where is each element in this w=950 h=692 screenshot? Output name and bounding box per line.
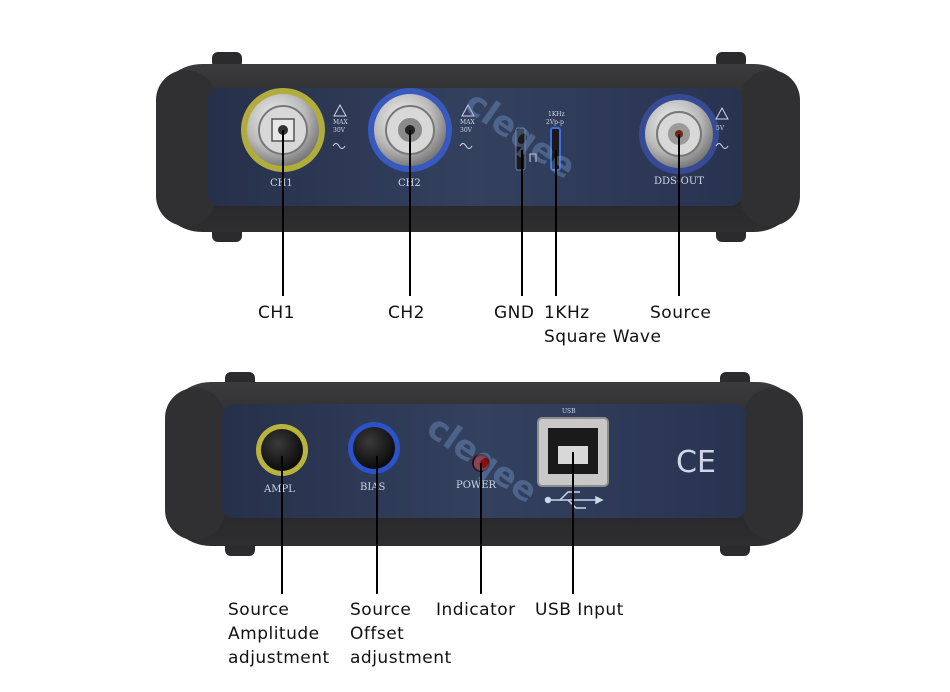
- front-leader-lines: [282, 130, 680, 296]
- bias-potentiometer-knob-icon: [348, 422, 400, 474]
- callout-ch2-text: CH2: [388, 303, 425, 323]
- power-panel-label: POWER: [456, 480, 497, 491]
- ampl-potentiometer-knob-icon: [256, 424, 308, 476]
- back-leader-lines: [281, 452, 574, 594]
- dds-max-voltage: 5V: [716, 125, 725, 132]
- callout-amplitude-line1: Source: [228, 600, 290, 620]
- dds-max-rating: 5V: [715, 106, 729, 149]
- warning-triangle-icon: [461, 103, 475, 117]
- back-bumper-right: [743, 388, 803, 540]
- usb-panel-label: USB: [562, 408, 576, 415]
- usb-symbol-icon: [544, 491, 604, 509]
- callout-ch1-text: CH1: [258, 303, 295, 323]
- warning-triangle-icon: [333, 103, 347, 117]
- callout-indicator-text: Indicator: [436, 600, 516, 620]
- ce-mark-icon: CE: [676, 445, 716, 480]
- callout-usb-input-text: USB Input: [535, 600, 624, 620]
- sine-wave-icon: [459, 143, 473, 149]
- calibration-terminals: 1KHz 2Vp-p: [515, 111, 565, 171]
- callout-source-text: Source: [650, 303, 712, 323]
- callout-usb-input: USB Input: [535, 598, 624, 622]
- ch2-max-label: MAX: [460, 119, 475, 126]
- ch2-max-voltage: 30V: [460, 127, 473, 134]
- warning-triangle-icon: [715, 106, 729, 120]
- ch1-max-rating: MAX 30V: [332, 103, 348, 149]
- callout-offset: Source Offset adjustment: [350, 598, 452, 670]
- front-panel: MAX 30V MAX 30V 5V 1KHz 2Vp-p CH1 CH2 DD…: [156, 52, 800, 242]
- back-panel: CE AMPL BIAS POWER USB cleqee: [165, 372, 803, 556]
- ch2-max-rating: MAX 30V: [459, 103, 475, 149]
- cal-frequency-label: 1KHz: [548, 111, 565, 118]
- callout-indicator: Indicator: [436, 598, 516, 622]
- callout-amplitude-line2: Amplitude: [228, 624, 320, 644]
- callout-ch2: CH2: [388, 301, 425, 325]
- callout-amplitude: Source Amplitude adjustment: [228, 598, 330, 670]
- callout-gnd-text: GND: [494, 303, 535, 323]
- ch1-max-label: MAX: [333, 119, 348, 126]
- front-bumper-right: [740, 70, 800, 226]
- ch1-max-voltage: 30V: [333, 127, 346, 134]
- callout-gnd: GND: [494, 301, 534, 325]
- callout-offset-line1: Source: [350, 600, 412, 620]
- square-wave-icon: [529, 153, 537, 162]
- callout-amplitude-line3: adjustment: [228, 648, 330, 668]
- sine-wave-icon: [332, 143, 346, 149]
- callout-ch1: CH1: [258, 301, 295, 325]
- back-bumper-left: [165, 388, 225, 540]
- callout-source: Source: [650, 301, 711, 325]
- ampl-panel-label: AMPL: [263, 484, 295, 495]
- callout-square-wave-line2: Square Wave: [544, 327, 662, 347]
- bias-panel-label: BIAS: [360, 482, 386, 493]
- ch1-panel-label: CH1: [270, 178, 293, 189]
- front-faceplate: [208, 88, 742, 206]
- callout-offset-line2: Offset: [350, 624, 405, 644]
- sine-wave-icon: [715, 143, 729, 149]
- cal-amplitude-label: 2Vp-p: [546, 119, 564, 126]
- callout-square-wave: 1KHz Square Wave: [544, 301, 661, 349]
- callout-offset-line3: adjustment: [350, 648, 452, 668]
- callout-square-wave-line1: 1KHz: [544, 303, 590, 323]
- front-bumper-left: [156, 70, 216, 226]
